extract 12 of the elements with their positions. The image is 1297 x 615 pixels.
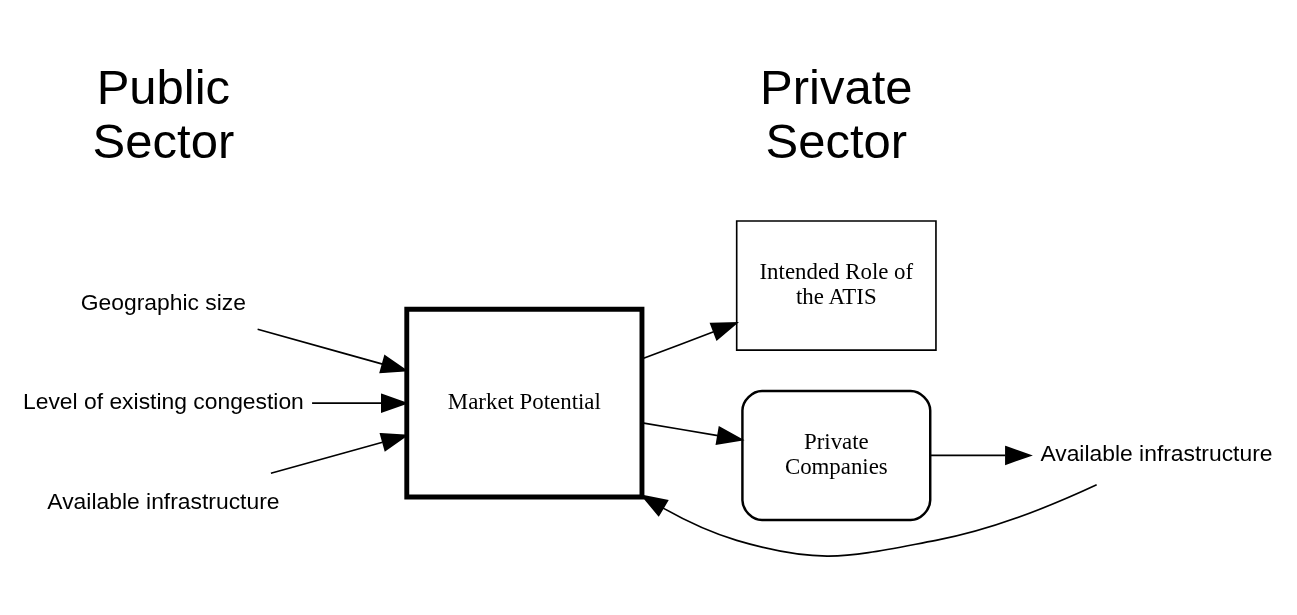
- label: Public Sector: [92, 60, 235, 169]
- arrow: [641, 322, 739, 360]
- node-box: Intended Role of the ATIS: [735, 220, 937, 351]
- node-text: Geographic size: [80, 288, 247, 315]
- node-box: Private Companies: [741, 389, 932, 522]
- node-text: Available infrastructure: [1040, 440, 1273, 467]
- arrow: [641, 422, 745, 446]
- node-box: Market Potential: [404, 306, 645, 500]
- node-text: Level of existing congestion: [23, 388, 304, 415]
- label: Private Sector: [760, 60, 913, 169]
- node-text: Available infrastructure: [47, 487, 280, 514]
- arrow: [929, 445, 1033, 466]
